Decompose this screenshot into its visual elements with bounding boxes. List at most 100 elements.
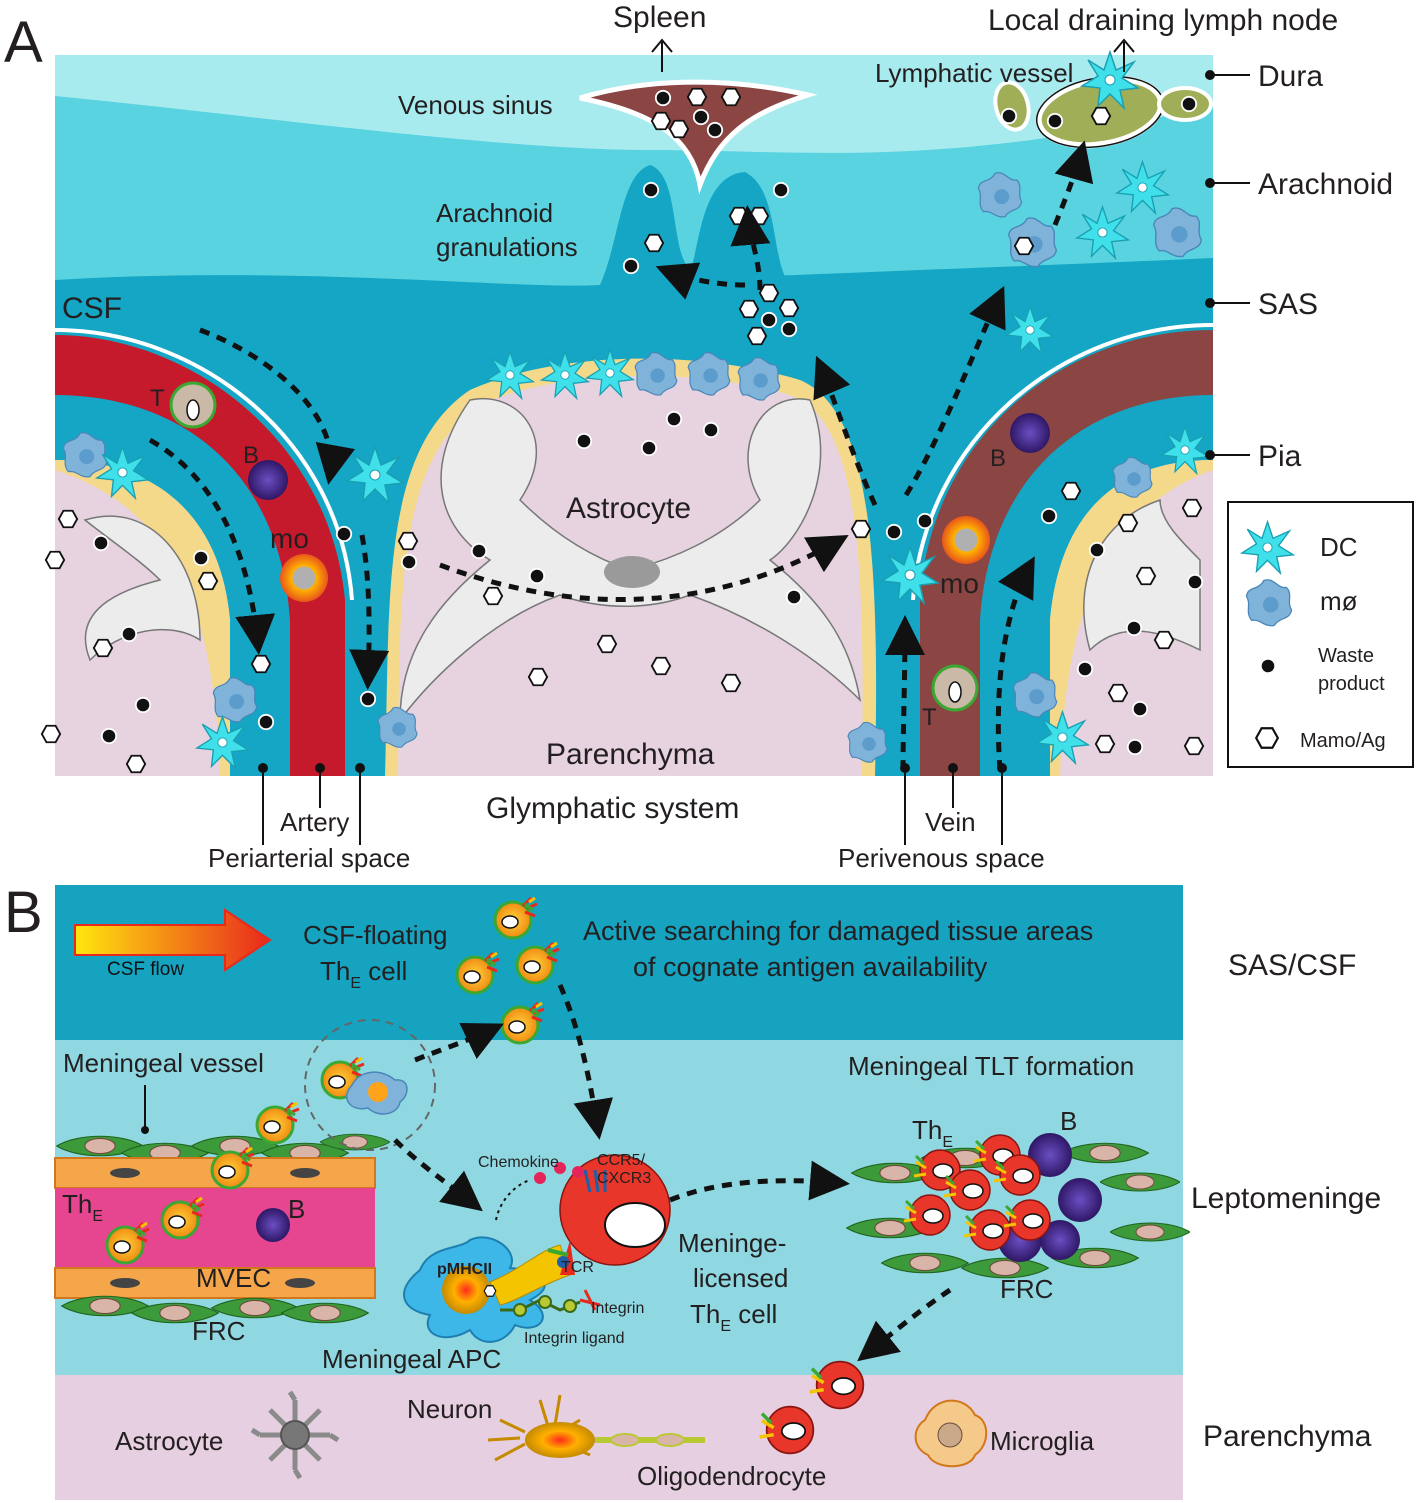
panel-b-labels: CSF flow CSF-floating ThE cell Active se… <box>62 916 1381 1491</box>
flow-arrows-b <box>393 983 952 1362</box>
b-cell-right-label: B <box>990 445 1006 472</box>
sas-csf-label: SAS/CSF <box>1228 949 1356 982</box>
lymph-node-label: Local draining lymph node <box>988 4 1338 37</box>
integrin-label: Integrin <box>591 1300 644 1317</box>
dura-label: Dura <box>1258 60 1323 93</box>
licensed-sub: E <box>720 1318 731 1335</box>
the-tlt-sub: E <box>942 1134 953 1151</box>
b-vessel-label: B <box>288 1194 305 1224</box>
artery-label: Artery <box>280 807 349 837</box>
layer-pointers <box>258 70 1250 845</box>
leptomeninge-label: Leptomeninge <box>1191 1182 1381 1215</box>
mo-left-label: mo <box>270 523 309 554</box>
sas-csf-layer <box>55 885 1183 1040</box>
the-tlt-label: ThE <box>912 1115 953 1151</box>
spleen-label: Spleen <box>613 1 706 34</box>
active-searching-label-1: Active searching for damaged tissue area… <box>583 916 1093 946</box>
parenchyma-label: Parenchyma <box>546 738 715 771</box>
the-vessel-th: Th <box>62 1189 92 1219</box>
ccr5-label: CCR5/ <box>597 1152 646 1169</box>
panel-a-letter: A <box>4 10 43 75</box>
vein <box>920 330 1213 776</box>
parenchyma-cells <box>250 1390 988 1480</box>
tlt-label: Meningeal TLT formation <box>848 1051 1134 1081</box>
neuron-label: Neuron <box>407 1394 492 1424</box>
legend: DC mø Waste product Mamo/Ag <box>1227 501 1414 768</box>
oligodendrocyte-label: Oligodendrocyte <box>637 1461 826 1491</box>
up-arrows <box>651 38 1135 72</box>
artery <box>55 335 345 776</box>
arachnoid-label: Arachnoid <box>1258 168 1393 201</box>
vessel-lumen <box>55 1188 375 1268</box>
mvec-label: MVEC <box>196 1263 271 1293</box>
b-cell-left-label: B <box>243 442 259 469</box>
legend-waste-2: product <box>1318 673 1385 695</box>
microglia-label: Microglia <box>990 1426 1095 1456</box>
neuron <box>487 1394 705 1462</box>
monocyte-left <box>280 554 328 602</box>
sas-label: SAS <box>1258 288 1318 321</box>
arachnoid-granulations-label-1: Arachnoid <box>436 198 553 228</box>
csf-floating-label-2: ThE cell <box>320 956 407 992</box>
astrocyte-b-label: Astrocyte <box>115 1426 223 1456</box>
b-cell-right <box>1010 413 1050 453</box>
b-tlt-label: B <box>1060 1106 1077 1136</box>
lymphatic-vessel-label: Lymphatic vessel <box>875 58 1073 88</box>
chemokine-label: Chemokine <box>478 1154 559 1171</box>
active-searching-label-2: of cognate antigen availability <box>633 952 988 982</box>
panel-a-labels: Spleen Local draining lymph node Lymphat… <box>62 1 1393 873</box>
legend-mamo: Mamo/Ag <box>1300 730 1386 752</box>
tcr-label: TCR <box>561 1259 594 1276</box>
t-cell-right-label: T <box>922 704 937 731</box>
parenchyma-b-label: Parenchyma <box>1203 1420 1372 1453</box>
flow-arrows-a <box>148 140 1094 771</box>
venous-sinus-label: Venous sinus <box>398 90 553 120</box>
microglia <box>914 1399 988 1468</box>
legend-waste-1: Waste <box>1318 645 1374 667</box>
csf-floating-cell: cell <box>361 956 407 986</box>
b-cell-vessel <box>256 1208 290 1242</box>
csf-floating-th: Th <box>320 956 350 986</box>
antigen-icon <box>1255 727 1279 749</box>
astrocyte-label: Astrocyte <box>566 492 691 525</box>
mo-right-label: mo <box>940 568 979 599</box>
licensed-th: Th <box>690 1299 720 1329</box>
licensed-label-2: licensed <box>693 1263 788 1293</box>
apc-interaction <box>403 1154 671 1343</box>
the-vessel-sub: E <box>92 1208 103 1225</box>
periarterial-label: Periarterial space <box>208 843 410 873</box>
csf-label: CSF <box>62 292 122 325</box>
vessel-immune-cells <box>169 381 1050 712</box>
pia-label: Pia <box>1258 440 1302 473</box>
meningeal-apc-label: Meningeal APC <box>322 1344 501 1374</box>
cxcr3-label: CXCR3 <box>597 1170 651 1187</box>
the-tlt-th: Th <box>912 1115 942 1145</box>
waste-product-icon <box>1259 657 1277 675</box>
vein-label: Vein <box>925 807 976 837</box>
legend-dc: DC <box>1320 532 1358 562</box>
perivenous-label: Perivenous space <box>838 843 1045 873</box>
licensed-label-3: ThE cell <box>690 1299 777 1335</box>
glymphatic-label: Glymphatic system <box>486 792 739 825</box>
frc-left-label: FRC <box>192 1316 245 1346</box>
b-cell-left <box>248 460 288 500</box>
csf-floating-sub: E <box>350 975 361 992</box>
central-astrocyte-region <box>385 358 877 776</box>
csf-flow-label: CSF flow <box>107 959 184 980</box>
antigen-encounter-circle <box>304 1019 436 1151</box>
csf-flow-arrow <box>74 908 272 972</box>
the-vessel-label: ThE <box>62 1189 103 1225</box>
pmhcii-label: pMHCII <box>437 1261 492 1278</box>
licensed-label-1: Meninge- <box>678 1228 786 1258</box>
meningeal-vessel-label: Meningeal vessel <box>63 1048 264 1078</box>
arachnoid-granulations-label-2: granulations <box>436 232 578 262</box>
apc-nucleus <box>442 1266 490 1314</box>
csf-floating-label-1: CSF-floating <box>303 920 448 950</box>
licensed-cell: cell <box>731 1299 777 1329</box>
legend-mo: mø <box>1320 586 1358 616</box>
astrocyte-nucleus <box>604 556 660 588</box>
t-cell-left-label: T <box>150 385 165 412</box>
frc-right-label: FRC <box>1000 1274 1053 1304</box>
integrin-ligand-label: Integrin ligand <box>524 1330 625 1347</box>
